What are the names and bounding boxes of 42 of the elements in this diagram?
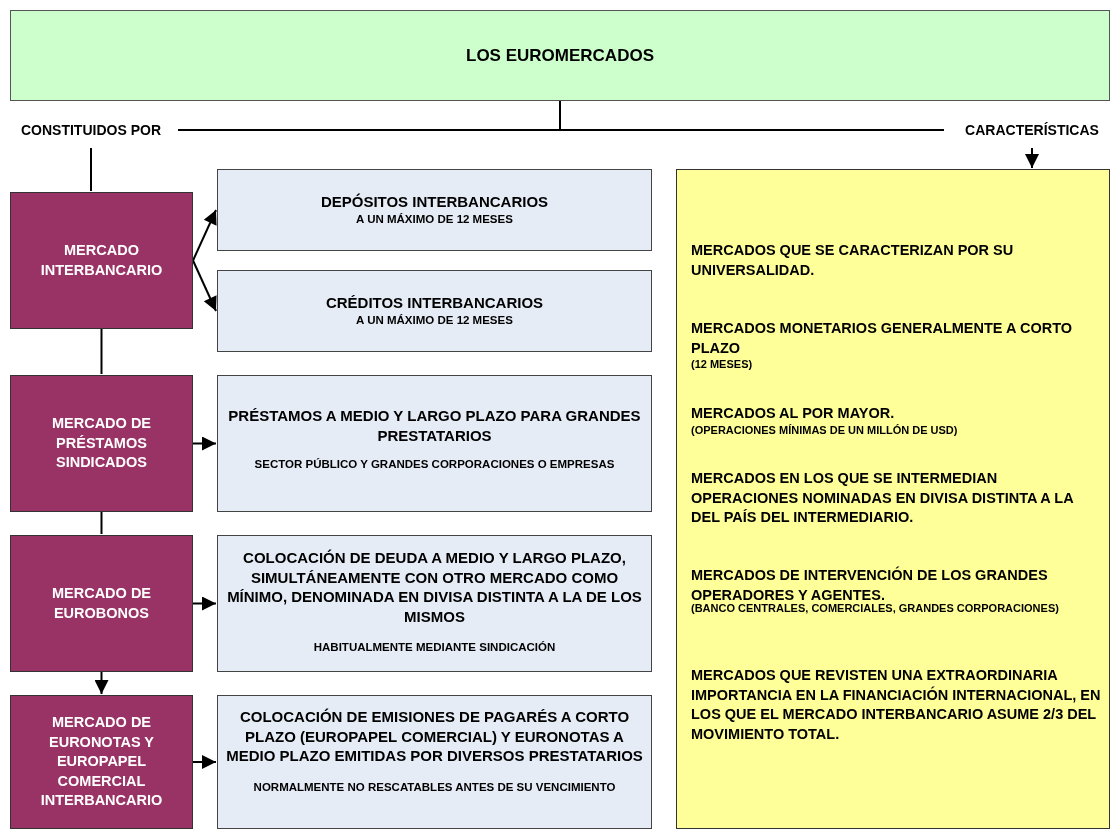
characteristic-note: (OPERACIONES MÍNIMAS DE UN MILLÓN DE USD) <box>691 423 959 438</box>
description-note: HABITUALMENTE MEDIANTE SINDICACIÓN <box>312 640 557 655</box>
arrow <box>1025 147 1039 169</box>
description-heading: CRÉDITOS INTERBANCARIOS <box>324 293 545 313</box>
description-heading: COLOCACIÓN DE DEUDA A MEDIO Y LARGO PLAZO, SIMULTÁNEAMENTE CON OTRO MERCADO COMO MÍNIMO, DENOMINADA EN DIVISA DISTINTA A LA DE LOS MISMOS <box>226 548 643 626</box>
description-heading: DEPÓSITOS INTERBANCARIOS <box>319 192 550 212</box>
connector-line <box>100 328 103 375</box>
description-note: A UN MÁXIMO DE 12 MESES <box>355 211 514 227</box>
characteristic-text: MERCADOS QUE REVISTEN UNA EXTRAORDINARIA IMPORTANCIA EN LA FINANCIACIÓN INTERNACIONAL, EN LOS QUE EL MERCADO INTERBANCARIO ASUME 2/3 DEL MOVIMIENTO TOTAL. <box>691 666 1101 744</box>
description-note: A UN MÁXIMO DE 12 MESES <box>355 312 514 328</box>
characteristics-panel <box>676 169 1110 829</box>
description-heading: COLOCACIÓN DE EMISIONES DE PAGARÉS A CORTO PLAZO (EUROPAPEL COMERCIAL) Y EURONOTAS A MEDIO PLAZO EMITIDAS POR DIVERSOS PRESTATARIOS <box>225 707 644 766</box>
section-label: CONSTITUIDOS POR <box>6 120 176 140</box>
market-box: MERCADO DE EURONOTAS Y EUROPAPEL COMERCIAL INTERBANCARIO <box>10 695 193 829</box>
connector-line <box>90 147 92 192</box>
characteristic-text: MERCADOS DE INTERVENCIÓN DE LOS GRANDES OPERADORES Y AGENTES. <box>691 566 1049 604</box>
market-box: MERCADO INTERBANCARIO <box>10 192 193 329</box>
arrow <box>192 259 217 312</box>
description-note: NORMALMENTE NO RESCATABLES ANTES DE SU VENCIMIENTO <box>252 779 617 795</box>
connector-line <box>100 511 103 535</box>
description-box <box>217 169 652 251</box>
market-box: MERCADO DE PRÉSTAMOS SINDICADOS <box>10 375 193 512</box>
arrow <box>192 209 217 262</box>
arrow <box>192 596 217 611</box>
description-note: SECTOR PÚBLICO Y GRANDES CORPORACIONES O EMPRESAS <box>253 457 616 472</box>
characteristic-text: MERCADOS EN LOS QUE SE INTERMEDIAN OPERACIONES NOMINADAS EN DIVISA DISTINTA A LA DEL PAÍS DEL INTERMEDIARIO. <box>691 469 1075 528</box>
characteristic-text: MERCADOS MONETARIOS GENERALMENTE A CORTO PLAZO <box>691 319 1074 358</box>
description-box <box>217 270 652 352</box>
arrow <box>192 436 217 451</box>
characteristic-text: MERCADOS QUE SE CARACTERIZAN POR SU UNIVERSALIDAD. <box>691 241 1015 280</box>
arrow <box>94 671 109 695</box>
description-heading: PRÉSTAMOS A MEDIO Y LARGO PLAZO PARA GRANDES PRESTATARIOS <box>227 406 642 445</box>
description-box <box>217 535 652 672</box>
description-box <box>217 695 652 829</box>
characteristic-note: (12 MESES) <box>691 357 754 372</box>
arrow <box>192 755 217 769</box>
section-label: CARACTERÍSTICAS <box>948 120 1116 140</box>
description-box <box>217 375 652 512</box>
characteristic-note: (BANCO CENTRALES, COMERCIALES, GRANDES CORPORACIONES) <box>691 601 1060 616</box>
market-box: MERCADO DE EUROBONOS <box>10 535 193 672</box>
title-box: LOS EUROMERCADOS <box>10 10 1110 101</box>
characteristic-text: MERCADOS AL POR MAYOR. <box>691 404 896 423</box>
